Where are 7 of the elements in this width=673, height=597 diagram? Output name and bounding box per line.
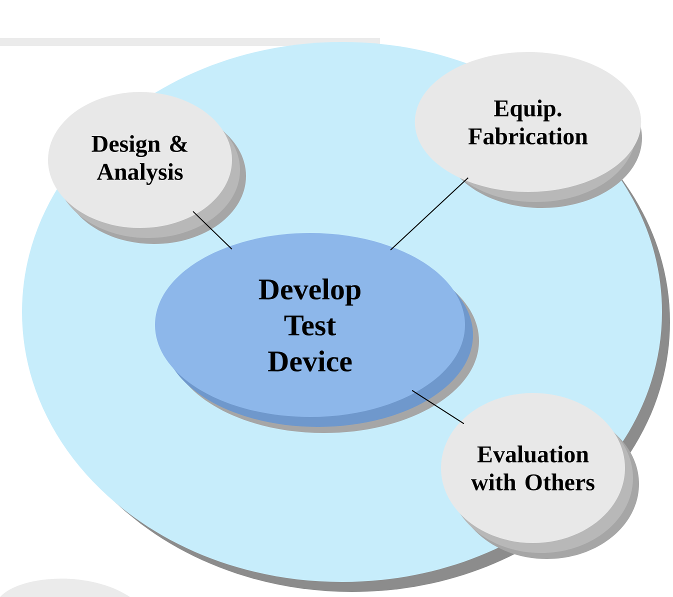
connector-line — [390, 177, 469, 250]
connector-line — [192, 210, 232, 250]
connector-line — [412, 390, 464, 424]
center-disc: Develop Test Device — [155, 233, 479, 433]
disc: Equip. Fabrication — [414, 52, 642, 208]
disc: Design & Analysis — [48, 92, 246, 244]
disc: Evaluation with Others — [441, 393, 639, 559]
